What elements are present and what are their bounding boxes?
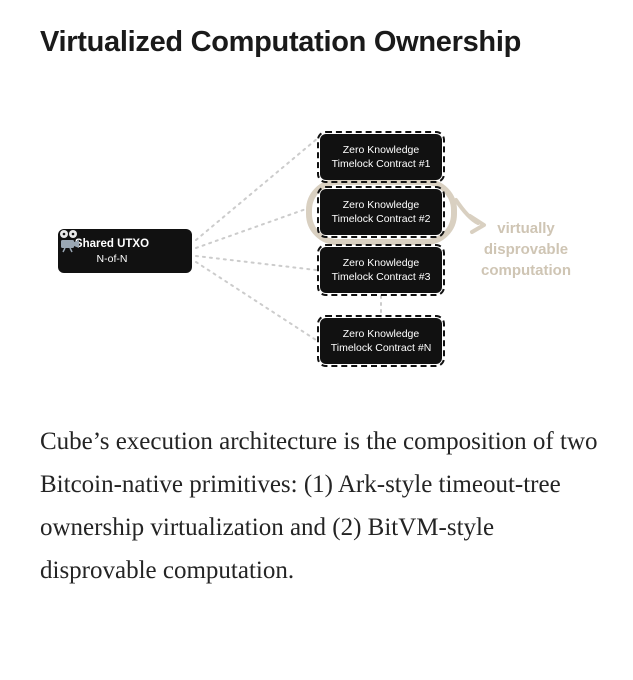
contract-3-line1: Zero Knowledge [342,257,420,269]
contract-2-line1: Zero Knowledge [342,199,420,211]
page-title: Virtualized Computation Ownership [40,26,521,58]
timelock-contract-n: Zero Knowledge Timelock Contract #N [317,315,445,367]
contract-1-line2: Timelock Contract #1 [331,158,431,170]
annotation-line-1: virtually [497,220,555,237]
annotation-arrowhead [468,214,486,234]
contract-1-line1: Zero Knowledge [342,144,420,156]
connector-1 [195,137,319,241]
connector-2 [195,208,307,249]
timelock-contract-3: Zero Knowledge Timelock Contract #3 [317,244,445,296]
annotation-label: virtually disprovable computation [466,218,586,281]
contract-2-line2: Timelock Contract #2 [331,213,431,225]
shared-utxo-subtitle: N-of-N [96,252,128,265]
contract-3-line2: Timelock Contract #3 [331,271,431,283]
diagram-connectors [195,137,486,341]
highlight-ring [306,179,457,245]
annotation-line-2: disprovable [483,241,569,258]
shared-utxo-node: Shared UTXO N-of-N [58,229,192,273]
connector-3 [195,255,317,271]
film-projector-icon [60,230,79,253]
timelock-contract-1: Zero Knowledge Timelock Contract #1 [317,131,445,183]
contract-n-line2: Timelock Contract #N [330,342,432,354]
annotation-line-3: computation [481,262,571,279]
ownership-diagram: Shared UTXO N-of-N Zero Knowledge Timelo… [0,110,633,390]
contract-n-line1: Zero Knowledge [342,328,420,340]
body-paragraph: Cube’s execution architecture is the com… [40,428,598,584]
timelock-contract-2: Zero Knowledge Timelock Contract #2 [317,186,445,238]
shared-utxo-title: Shared UTXO [74,237,150,250]
connector-4 [195,261,317,341]
